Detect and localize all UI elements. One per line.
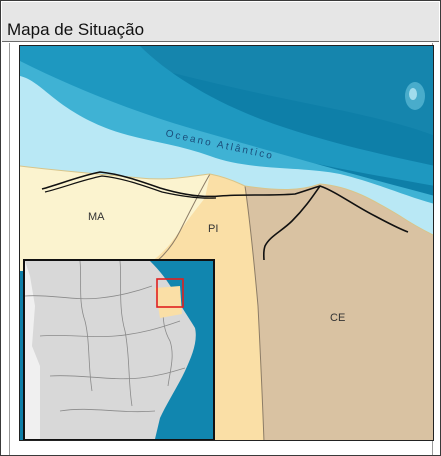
route-line — [41, 171, 409, 233]
inset-state-border — [39, 320, 181, 337]
border-pi-ce — [244, 185, 265, 440]
inset-state-border — [79, 260, 93, 392]
inset-state-border — [49, 367, 186, 380]
ocean-depth-band — [80, 46, 433, 136]
situation-map[interactable]: Oceano Atlântico MA PI CE — [19, 45, 434, 441]
state-ma — [20, 166, 215, 271]
map-canvas: Oceano Atlântico MA PI CE — [20, 46, 433, 440]
seamount-peak — [409, 88, 417, 100]
ocean-depth-band — [20, 46, 433, 186]
inset-brazil-land — [25, 261, 196, 439]
inset-highlight-box — [156, 278, 184, 308]
inset-study-states — [155, 286, 182, 318]
inset-west-land — [25, 261, 40, 439]
route-line-parallel — [44, 175, 217, 199]
inset-state-border — [59, 408, 156, 413]
inset-state-border — [24, 285, 153, 300]
coastline — [20, 165, 433, 236]
panel-header: Mapa de Situação — [2, 2, 439, 42]
state-label-pi: PI — [208, 223, 218, 235]
state-label-ce: CE — [330, 312, 345, 324]
inset-state-border — [119, 260, 133, 407]
left-divider — [9, 43, 10, 455]
inset-map[interactable] — [23, 259, 215, 440]
state-label-ma: MA — [88, 211, 105, 223]
route-branch — [262, 185, 321, 261]
state-ce — [245, 184, 433, 440]
panel-title: Mapa de Situação — [7, 20, 145, 39]
